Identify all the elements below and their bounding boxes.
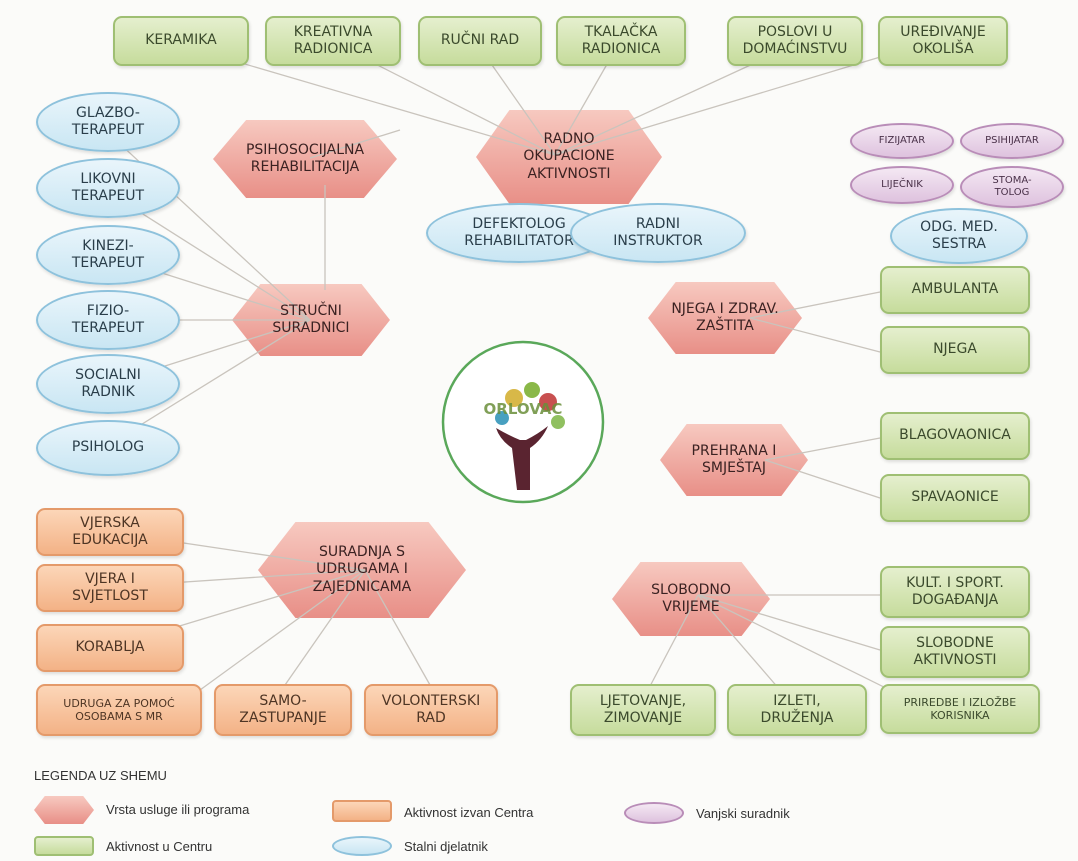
node-kreativna-radionica: KREATIVNA RADIONICA (265, 16, 401, 66)
service-radno-okupacione-aktivnosti: RADNO OKUPACIONE AKTIVNOSTI (476, 110, 662, 204)
node-rucni-rad: RUČNI RAD (418, 16, 542, 66)
service-label: SURADNJA S UDRUGAMA I ZAJEDNICAMA (312, 544, 412, 595)
node-korablja: KORABLJA (36, 624, 184, 672)
node-poslovi-u-domacinstvu: POSLOVI U DOMAĆINSTVU (727, 16, 863, 66)
legend-external-swatch (624, 802, 684, 824)
legend-outside-swatch (332, 800, 392, 822)
staff-radni-instruktor: RADNI INSTRUKTOR (570, 203, 746, 263)
orlovac-logo: ORLOVAC (441, 340, 605, 504)
staff-psiholog: PSIHOLOG (36, 420, 180, 476)
external-stomatolog: STOMA- TOLOG (960, 166, 1064, 208)
service-prehrana-i-smjestaj: PREHRANA I SMJEŠTAJ (660, 424, 808, 496)
service-label: SLOBODNO VRIJEME (651, 581, 731, 615)
node-vjera-i-svjetlost: VJERA I SVJETLOST (36, 564, 184, 612)
node-tkalacka-radionica: TKALAČKA RADIONICA (556, 16, 686, 66)
node-ljetovanje-zimovanje: LJETOVANJE, ZIMOVANJE (570, 684, 716, 736)
service-njega-i-zdrav-zastita: NJEGA I ZDRAV. ZAŠTITA (648, 282, 802, 354)
staff-fizioterapeut: FIZIO- TERAPEUT (36, 290, 180, 350)
service-label: PSIHOSOCIJALNA REHABILITACIJA (245, 141, 365, 175)
node-njega: NJEGA (880, 326, 1030, 374)
staff-kineziterapeut: KINEZI- TERAPEUT (36, 225, 180, 285)
service-slobodno-vrijeme: SLOBODNO VRIJEME (612, 562, 770, 636)
external-psihijatar: PSIHIJATAR (960, 123, 1064, 159)
legend-service-swatch (34, 796, 94, 824)
node-ambulanta: AMBULANTA (880, 266, 1030, 314)
service-label: PREHRANA I SMJEŠTAJ (691, 442, 777, 476)
legend-inside-swatch (34, 836, 94, 856)
service-psihosocijalna-rehabilitacija: PSIHOSOCIJALNA REHABILITACIJA (213, 120, 397, 198)
staff-likovni-terapeut: LIKOVNI TERAPEUT (36, 158, 180, 218)
staff-odg-med-sestra: ODG. MED. SESTRA (890, 208, 1028, 264)
legend-staff-swatch (332, 836, 392, 856)
service-label: STRUČNI SURADNICI (272, 302, 350, 336)
external-lijecnik: LIJEČNIK (850, 166, 954, 204)
node-blagovaonica: BLAGOVAONICA (880, 412, 1030, 460)
service-strucni-suradnici: STRUČNI SURADNICI (232, 284, 390, 356)
service-label: RADNO OKUPACIONE AKTIVNOSTI (523, 131, 615, 182)
legend-title: LEGENDA UZ SHEMU (34, 768, 167, 783)
legend-service-label: Vrsta usluge ili programa (106, 802, 250, 817)
external-fizijatar: FIZIJATAR (850, 123, 954, 159)
staff-glazboterapeut: GLAZBO- TERAPEUT (36, 92, 180, 152)
legend-inside-label: Aktivnost u Centru (106, 839, 213, 854)
service-suradnja-s-udrugama: SURADNJA S UDRUGAMA I ZAJEDNICAMA (258, 522, 466, 618)
legend-external-label: Vanjski suradnik (696, 806, 790, 821)
service-label: NJEGA I ZDRAV. ZAŠTITA (671, 300, 779, 334)
node-volonterski-rad: VOLONTERSKI RAD (364, 684, 498, 736)
node-udruga-za-pomoc: UDRUGA ZA POMOĆ OSOBAMA S MR (36, 684, 202, 736)
node-slobodne-aktivnosti: SLOBODNE AKTIVNOSTI (880, 626, 1030, 678)
node-priredbe-i-izlozbe: PRIREDBE I IZLOŽBE KORISNIKA (880, 684, 1040, 734)
node-uredivanje-okolisa: UREĐIVANJE OKOLIŠA (878, 16, 1008, 66)
node-keramika: KERAMIKA (113, 16, 249, 66)
node-vjerska-edukacija: VJERSKA EDUKACIJA (36, 508, 184, 556)
logo-text: ORLOVAC (484, 400, 563, 418)
staff-socijalni-radnik: SOCIALNI RADNIK (36, 354, 180, 414)
node-kult-i-sport-dogadanja: KULT. I SPORT. DOGAĐANJA (880, 566, 1030, 618)
node-spavaonice: SPAVAONICE (880, 474, 1030, 522)
legend-staff-label: Stalni djelatnik (404, 839, 488, 854)
node-izleti-druzenja: IZLETI, DRUŽENJA (727, 684, 867, 736)
legend-outside-label: Aktivnost izvan Centra (404, 805, 534, 820)
node-samozastupanje: SAMO- ZASTUPANJE (214, 684, 352, 736)
